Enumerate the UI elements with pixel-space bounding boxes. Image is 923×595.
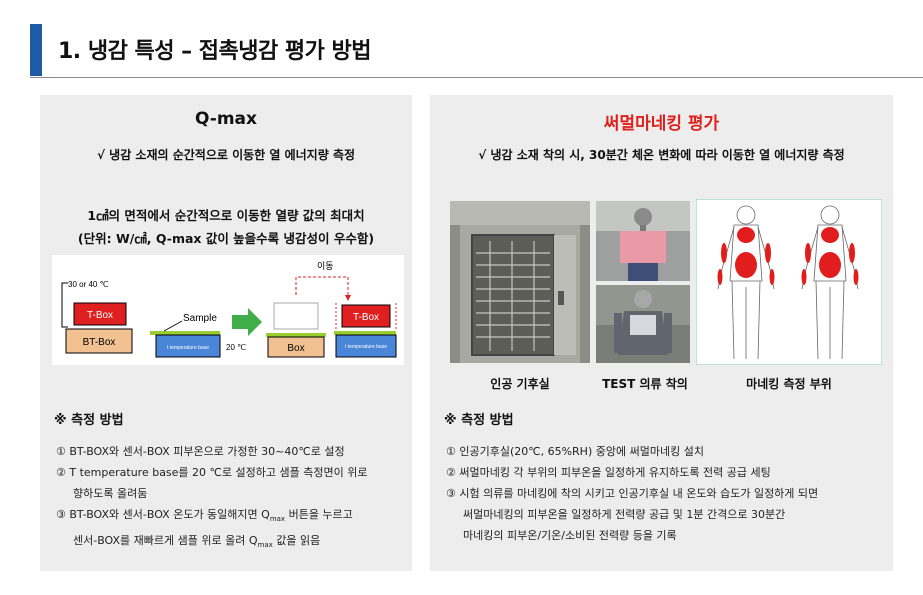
move-arrowhead xyxy=(345,295,351,301)
title-divider xyxy=(30,77,923,78)
btbox-label: BT-Box xyxy=(83,337,116,348)
qmax-sub: max xyxy=(269,515,286,524)
tbox-block xyxy=(73,302,127,326)
test-clothing-photo-1 xyxy=(596,201,690,281)
bracket-line xyxy=(61,282,68,328)
caption-test-clothing: TEST 의류 착의 xyxy=(602,377,688,391)
manikin-step-3-cont: 써멀마네킹의 피부온을 일정하게 전력량 공급 및 1분 간격으로 30분간 xyxy=(463,508,786,521)
box-block xyxy=(267,336,325,358)
manikin-parts-diagram xyxy=(696,199,882,365)
manikin-title: 써멀마네킹 평가 xyxy=(603,114,720,134)
qmax-step-3b-pre: 센서-BOX를 재빠르게 샘플 위로 올려 Q xyxy=(73,534,258,548)
manikin-step-3: ③ 시험 의류를 마네킹에 착의 시키고 인공기후실 내 온도와 습도가 일정하… xyxy=(446,487,819,500)
manikin-step-3-cont-2: 마네킹의 피부온/기온/소비된 전력량 등을 기록 xyxy=(463,529,677,542)
box-label: Box xyxy=(287,343,304,354)
sample-label: Sample xyxy=(183,313,217,324)
move-path xyxy=(295,276,349,295)
manikin-method-title: ※ 측정 방법 xyxy=(444,413,514,428)
ghost-box xyxy=(273,302,319,330)
qmax-steps: ① BT-BOX와 센서-BOX 피부온으로 가정한 30~40℃로 설정 ② … xyxy=(56,441,367,556)
tbox-label-2: T-Box xyxy=(353,312,379,323)
qmax-sub-2: max xyxy=(257,541,273,550)
title-accent-bar xyxy=(30,24,42,76)
tbox-block-2 xyxy=(341,304,391,328)
btbox-block xyxy=(65,328,133,354)
sample-layer-3 xyxy=(334,331,396,335)
qmax-step-3-pre: ③ BT-BOX와 센서-BOX 온도가 동일해지면 Q xyxy=(56,508,270,521)
qmax-step-1: ① BT-BOX와 센서-BOX 피부온으로 가정한 30~40℃로 설정 xyxy=(56,445,345,458)
sample-pointer xyxy=(163,320,183,332)
test-clothing-photo-2 xyxy=(596,285,690,363)
qmax-measurement-diagram: 30 or 40 ℃ T-Box BT-Box t temperature ba… xyxy=(52,255,404,365)
sample-layer-2 xyxy=(266,333,326,337)
manikin-step-1: ① 인공기후실(20℃, 65%RH) 중앙에 써멀마네킹 설치 xyxy=(446,445,704,458)
qmax-step-3-post: 버튼을 누르고 xyxy=(285,508,353,521)
t-base-label: t temperature base xyxy=(167,345,209,351)
t-base-label-2: t temperature base xyxy=(345,344,387,350)
thermal-manikin-panel: 써멀마네킹 평가 √ 냉감 소재 착의 시, 30분간 체온 변화에 따라 이동… xyxy=(430,95,893,571)
caption-measure-parts: 마네킹 측정 부위 xyxy=(746,377,832,391)
manikin-step-2: ② 써멀마네킹 각 부위의 피부온을 일정하게 유지하도록 전력 공급 세팅 xyxy=(446,466,771,479)
manikin-subtitle: √ 냉감 소재 착의 시, 30분간 체온 변화에 따라 이동한 열 에너지량 … xyxy=(478,148,845,162)
qmax-definition: 1㎠의 면적에서 순간적으로 이동한 열량 값의 최대치 xyxy=(87,208,365,223)
qmax-subtitle: √ 냉감 소재의 순간적으로 이동한 열 에너지량 측정 xyxy=(96,148,356,162)
page-title: 1. 냉감 특성 – 접촉냉감 평가 방법 xyxy=(58,39,372,64)
qmax-step-3-cont: 센서-BOX를 재빠르게 샘플 위로 올려 Qmax 값을 읽음 xyxy=(56,530,367,556)
qmax-unit-note: (단위: W/㎠, Q-max 값이 높을수록 냉감성이 우수함) xyxy=(77,231,375,246)
qmax-step-2-cont: 향하도록 올려둠 xyxy=(73,487,148,500)
t-base-block-2 xyxy=(335,334,397,358)
qmax-panel: Q-max √ 냉감 소재의 순간적으로 이동한 열 에너지량 측정 1㎠의 면… xyxy=(40,95,412,571)
manikin-steps: ① 인공기후실(20℃, 65%RH) 중앙에 써멀마네킹 설치 ② 써멀마네킹… xyxy=(446,441,818,546)
temp-label: 30 or 40 ℃ xyxy=(68,280,109,289)
caption-chamber: 인공 기후실 xyxy=(490,377,550,391)
tbox-label: T-Box xyxy=(87,310,113,321)
qmax-method-title: ※ 측정 방법 xyxy=(54,413,124,428)
process-arrow xyxy=(232,308,262,336)
climate-chamber-photo xyxy=(450,201,590,363)
qmax-title: Q-max xyxy=(195,109,257,129)
sample-layer xyxy=(150,331,220,335)
qmax-step-3: ③ BT-BOX와 센서-BOX 온도가 동일해지면 Qmax 버튼을 누르고 xyxy=(56,504,367,530)
t-base-block xyxy=(155,334,221,358)
move-label: 이동 xyxy=(317,261,334,272)
qmax-step-2: ② T temperature base를 20 ℃로 설정하고 샘플 측정면이… xyxy=(56,466,368,479)
qmax-step-3b-post: 값을 읽음 xyxy=(272,534,321,548)
temp20-label: 20 ℃ xyxy=(226,343,246,352)
